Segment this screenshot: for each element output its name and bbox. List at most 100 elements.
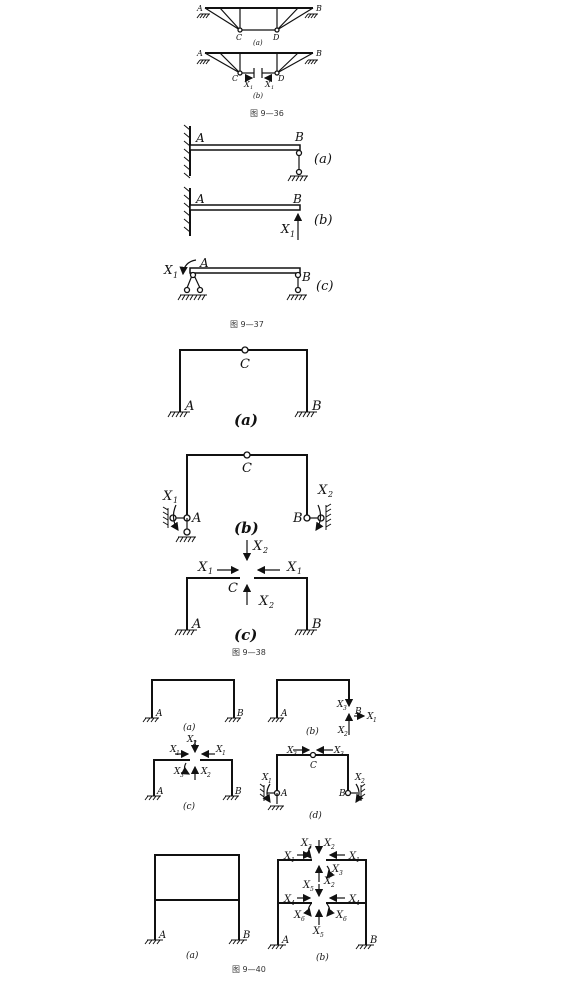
fig939-a-label-B: B: [236, 709, 244, 719]
fig939-d-frame: X 3 X 3 C X 1 X 2 A B (d): [259, 745, 366, 821]
fig937-c: A B X 1 (c): [163, 256, 333, 301]
fig939-d-label-X2: X: [354, 773, 362, 783]
fig939-c-sub-3: 3: [180, 772, 184, 779]
fig940-a-label-B: B: [242, 930, 250, 941]
fig938-c-sub-1-right: 1: [297, 567, 302, 576]
fig936-b-label-C: C: [232, 74, 238, 83]
figure-9-38: C A B (a) C X 1 X 2 A: [162, 346, 333, 657]
fig937-c-label-B: B: [301, 270, 311, 284]
fig939-b-label-X2: X: [337, 726, 345, 736]
fig940-b-label-X1-left: X: [283, 851, 292, 862]
fig938-b-frame: C X 1 X 2 A B (b): [162, 451, 333, 543]
fig939-c-label-X2-bottom: X: [200, 767, 208, 777]
fig939-c-sub-2-bottom: 2: [206, 772, 211, 779]
fig939-c-sub-2-top: 2: [192, 740, 197, 747]
fig940-b-label-X1-right: X: [348, 851, 357, 862]
fig937-c-label-A: A: [199, 256, 209, 270]
fig940-b-sublabel: (b): [316, 952, 329, 963]
fig939-b-sub-3: 3: [343, 705, 347, 712]
fig940-b-sub-3-top: 3: [308, 844, 312, 851]
fig939-d-label-X3-right: X: [333, 746, 341, 756]
fig938-b-label-X1: X: [162, 489, 173, 504]
fig937-a-sublabel: (a): [314, 152, 332, 167]
fig938-b-label-A: A: [191, 511, 201, 526]
fig937-c-label-X: X: [163, 263, 173, 277]
fig940-a-label-A: A: [158, 930, 166, 941]
fig936-b-label-X1-right: X: [264, 80, 271, 89]
fig940-b-sub-2-top: 2: [330, 844, 335, 851]
fig938-b-sub-1: 1: [173, 496, 178, 505]
fig940-b-label-X4-right: X: [348, 894, 357, 905]
fig939-b-label-X1: X: [366, 712, 374, 722]
fig939-b-label-X3: X: [336, 700, 344, 710]
fig936-a-truss: A B C D (a): [196, 4, 322, 47]
fig940-b-label-X2-top: X: [323, 838, 332, 849]
fig937-b-label-A: A: [195, 192, 205, 206]
fig940-b-sub-4-left: 4: [290, 900, 295, 907]
fig940-b-label-X5-top: X: [302, 880, 311, 891]
fig938-a-label-B: B: [311, 399, 322, 414]
fig939-b-label-A: A: [280, 709, 288, 719]
fig939-d-label-B: B: [338, 789, 346, 799]
fig939-d-label-C: C: [310, 761, 317, 771]
fig939-c-label-X1-right: X: [215, 745, 223, 755]
fig939-a-label-A: A: [155, 709, 163, 719]
fig938-a-label-C: C: [240, 357, 250, 372]
fig938-b-sub-2: 2: [327, 490, 333, 499]
fig938-b-label-C: C: [242, 461, 252, 476]
fig938-b-label-X2: X: [317, 483, 328, 498]
fig939-c-label-X1-left: X: [169, 745, 177, 755]
fig940-b-label-X6-left: X: [293, 910, 302, 921]
fig940-b-label-X3-mid: X: [331, 864, 340, 875]
fig939-c-sub-1-right: 1: [222, 750, 226, 757]
fig939-b-sub-2: 2: [343, 731, 348, 738]
fig940-b-sub-4-right: 4: [355, 900, 360, 907]
fig937-b-label-X: X: [280, 222, 290, 236]
fig940-b-label-X3-top: X: [300, 838, 309, 849]
fig936-a-label-C: C: [236, 33, 242, 42]
fig938-c-sublabel: (c): [234, 626, 257, 644]
fig940-b-sub-5-top: 5: [310, 886, 314, 893]
fig940-b-label-X4-left: X: [283, 894, 292, 905]
figure-9-39: A B (a) A B X 3 X 1 X 2 (b): [142, 679, 377, 821]
fig938-c-label-C: C: [228, 581, 238, 596]
fig938-caption: 图 9—38: [232, 648, 266, 657]
fig940-a-sublabel: (a): [186, 950, 199, 961]
fig940-b-frame: X 3 X 2 X 1 X 1 X 3 X 2 X 5 X 4 X 4 X 6 …: [267, 838, 377, 963]
fig936-a-label-D: D: [272, 33, 280, 42]
fig940-b-sub-3-mid: 3: [339, 870, 343, 877]
fig936-b-truss: A B C D X 1 X 1 (b): [196, 49, 322, 100]
fig940-b-sub-6-left: 6: [301, 916, 305, 923]
fig939-d-label-A: A: [280, 789, 288, 799]
fig937-a-label-B: B: [294, 130, 304, 144]
fig938-c-sub-2-bottom: 2: [268, 601, 274, 610]
fig938-c-frame: X 2 X 1 X 1 C X 2 A B (c): [174, 539, 322, 644]
fig937-b-label-B: B: [292, 192, 302, 206]
fig939-d-sub-2: 2: [360, 778, 365, 785]
fig940-b-label-X6-right: X: [335, 910, 344, 921]
fig937-b-sublabel: (b): [314, 213, 332, 228]
fig938-b-sublabel: (b): [234, 519, 259, 537]
fig937-a-label-A: A: [195, 131, 205, 145]
fig939-c-frame: X 2 X 1 X 1 X 3 X 2 A B (c): [144, 735, 242, 812]
fig936-caption: 图 9—36: [250, 109, 284, 118]
fig940-b-label-B: B: [369, 935, 377, 946]
fig940-b-sub-5-bottom: 5: [320, 932, 324, 939]
fig939-c-label-A: A: [156, 787, 164, 797]
fig938-a-frame: C A B (a): [167, 346, 322, 429]
fig937-a: A B (a): [183, 124, 332, 182]
fig939-a-frame: A B (a): [142, 679, 244, 733]
fig939-c-sublabel: (c): [183, 801, 196, 812]
fig938-c-sub-2-top: 2: [262, 546, 268, 555]
fig938-c-label-X1-right: X: [286, 560, 297, 575]
fig936-b-label-D: D: [277, 74, 285, 83]
fig936-b-label-X1-left: X: [243, 80, 250, 89]
fig940-b-sub-1-right: 1: [356, 857, 360, 864]
fig940-a-frame: A B (a): [144, 854, 250, 961]
figure-9-40: A B (a) X 3: [144, 838, 377, 974]
fig939-b-sub-1: 1: [373, 717, 377, 724]
fig940-b-sub-1-left: 1: [291, 857, 295, 864]
fig940-b-sub-2-mid: 2: [330, 882, 335, 889]
fig940-caption: 图 9—40: [232, 965, 266, 974]
